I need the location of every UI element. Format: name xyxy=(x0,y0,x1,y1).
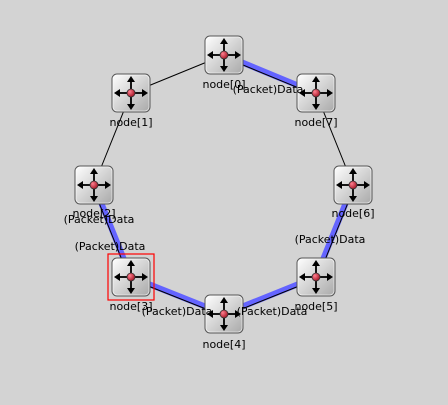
packet-label[interactable]: (Packet)Data xyxy=(64,213,135,226)
node-label: node[7] xyxy=(294,116,337,129)
router-icon xyxy=(111,73,151,113)
network-node-2[interactable]: node[2] xyxy=(72,165,116,220)
network-node-4[interactable]: node[4] xyxy=(202,294,246,351)
network-node-6[interactable]: node[6] xyxy=(331,165,375,220)
node-label: node[6] xyxy=(331,207,374,220)
packets-layer: (Packet)Data (Packet)Data (Packet)Data (Pac… xyxy=(64,83,366,318)
router-icon xyxy=(333,165,373,205)
packet-label[interactable]: (Packet)Data xyxy=(142,305,213,318)
network-node-5[interactable]: node[5] xyxy=(294,257,338,313)
node-label: node[2] xyxy=(72,207,115,220)
packet-label[interactable]: (Packet)Data xyxy=(295,233,366,246)
nodes-layer: node[0] node[1] node[2] node[3] node[4] node[… xyxy=(72,35,375,351)
node-label: node[3] xyxy=(109,300,152,313)
selection-box xyxy=(107,253,155,301)
router-icon xyxy=(74,165,114,205)
packet-label[interactable]: (Packet)Data xyxy=(237,305,308,318)
router-icon xyxy=(204,35,244,75)
node-label: node[0] xyxy=(202,78,245,91)
network-node-1[interactable]: node[1] xyxy=(109,73,153,129)
router-icon xyxy=(111,257,151,297)
network-node-7[interactable]: node[7] xyxy=(294,73,338,129)
network-node-3[interactable]: node[3] xyxy=(107,253,155,313)
packet-label[interactable]: (Packet)Data xyxy=(233,83,304,96)
network-node-0[interactable]: node[0] xyxy=(202,35,246,91)
router-icon xyxy=(296,257,336,297)
node-label: node[4] xyxy=(202,338,245,351)
packet-label[interactable]: (Packet)Data xyxy=(75,240,146,253)
node-label: node[1] xyxy=(109,116,152,129)
node-label: node[5] xyxy=(294,300,337,313)
